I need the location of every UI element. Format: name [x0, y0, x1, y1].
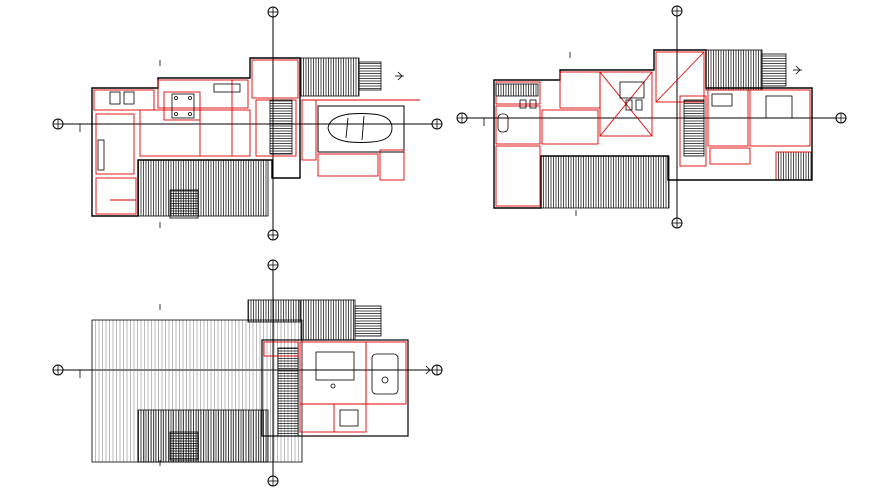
section-circle-icon [52, 118, 64, 130]
section-circle-icon [431, 364, 443, 376]
terrace-deck [705, 49, 763, 91]
section-circle-icon [267, 475, 279, 487]
upper-roof [247, 299, 301, 323]
entry-stairs [761, 53, 787, 87]
entry-stairs [354, 305, 382, 337]
rear-deck [540, 155, 670, 209]
section-circle-icon [267, 229, 279, 241]
section-circle-icon [52, 364, 64, 376]
section-circle-icon [671, 5, 683, 17]
section-circle-icon [835, 112, 847, 124]
north-arrow-icon [483, 52, 802, 216]
section-circle-icon [267, 6, 279, 18]
house-outline [493, 49, 813, 209]
upper-block [261, 339, 409, 437]
entry-stairs [358, 61, 382, 91]
section-circle-icon [431, 118, 443, 130]
ground-floor-plan [52, 6, 443, 241]
terrace-deck [300, 299, 356, 341]
interior-walls [93, 59, 299, 215]
car-icon [327, 113, 393, 143]
furniture [315, 351, 399, 427]
annex-walls [301, 99, 420, 181]
roof-stair [277, 347, 299, 437]
section-circle-icon [267, 259, 279, 271]
furniture [97, 83, 293, 171]
furniture [495, 81, 793, 157]
rear-deck [137, 159, 269, 217]
house-outline [91, 57, 301, 217]
garage [317, 105, 405, 153]
roof-plan [52, 259, 443, 487]
north-arrow-icon [79, 304, 432, 466]
upper-floor-plan [456, 5, 847, 229]
north-arrow-icon [79, 60, 404, 228]
rear-stairs [169, 189, 199, 219]
section-circle-icon [456, 112, 468, 124]
balcony [775, 151, 813, 181]
terrace-deck [300, 57, 360, 97]
interior-walls [263, 341, 407, 433]
rear-stairs [169, 431, 199, 461]
rear-deck [137, 409, 269, 463]
section-circle-icon [671, 217, 683, 229]
